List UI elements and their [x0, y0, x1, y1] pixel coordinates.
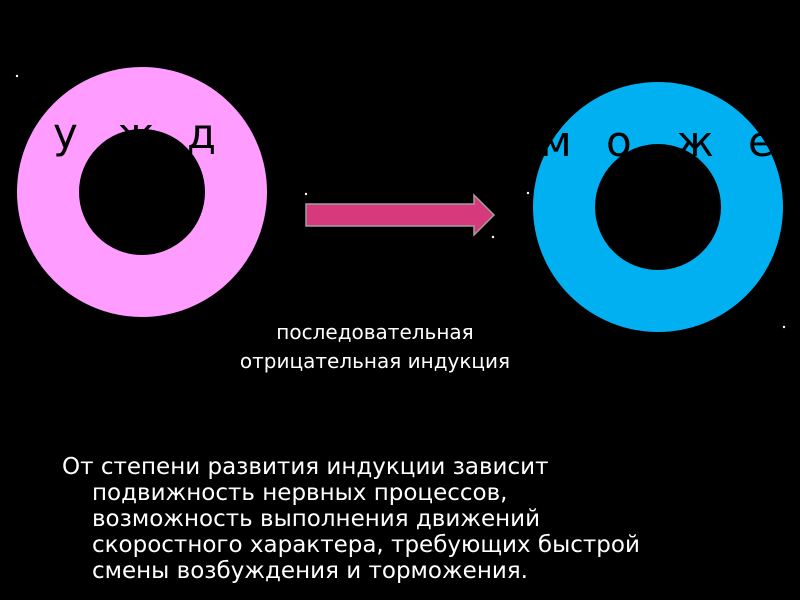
left-ring-letter: ж [117, 109, 155, 158]
body-line: смены возбуждения и торможения. [92, 558, 528, 584]
left-ring-letter: у [53, 109, 78, 158]
decor-dot [491, 235, 495, 239]
right-arrow-icon [305, 193, 496, 237]
induction-caption: последовательная отрицательная индукция [150, 318, 600, 376]
decor-dot [304, 192, 308, 196]
body-line: От степени развития индукции зависит [62, 454, 549, 480]
right-ring-letter: о [606, 117, 632, 166]
decor-dot [15, 74, 19, 78]
decor-dot [526, 191, 530, 195]
decor-dot [782, 325, 786, 329]
caption-line: последовательная [276, 320, 474, 344]
body-line: подвижность нервных процессов, [92, 480, 508, 506]
left-ring [17, 67, 267, 317]
right-ring [533, 82, 783, 332]
body-paragraph: От степени развития индукции зависит под… [62, 454, 782, 584]
body-line: возможность выполнения движений [92, 506, 541, 532]
body-line: скоростного характера, требующих быстрой [92, 532, 640, 558]
caption-line: отрицательная индукция [239, 349, 511, 373]
right-ring-letter: е [748, 117, 774, 166]
left-ring-letter: д [187, 109, 216, 158]
right-ring-letter: м [540, 117, 572, 166]
right-ring-letter: ж [676, 117, 714, 166]
